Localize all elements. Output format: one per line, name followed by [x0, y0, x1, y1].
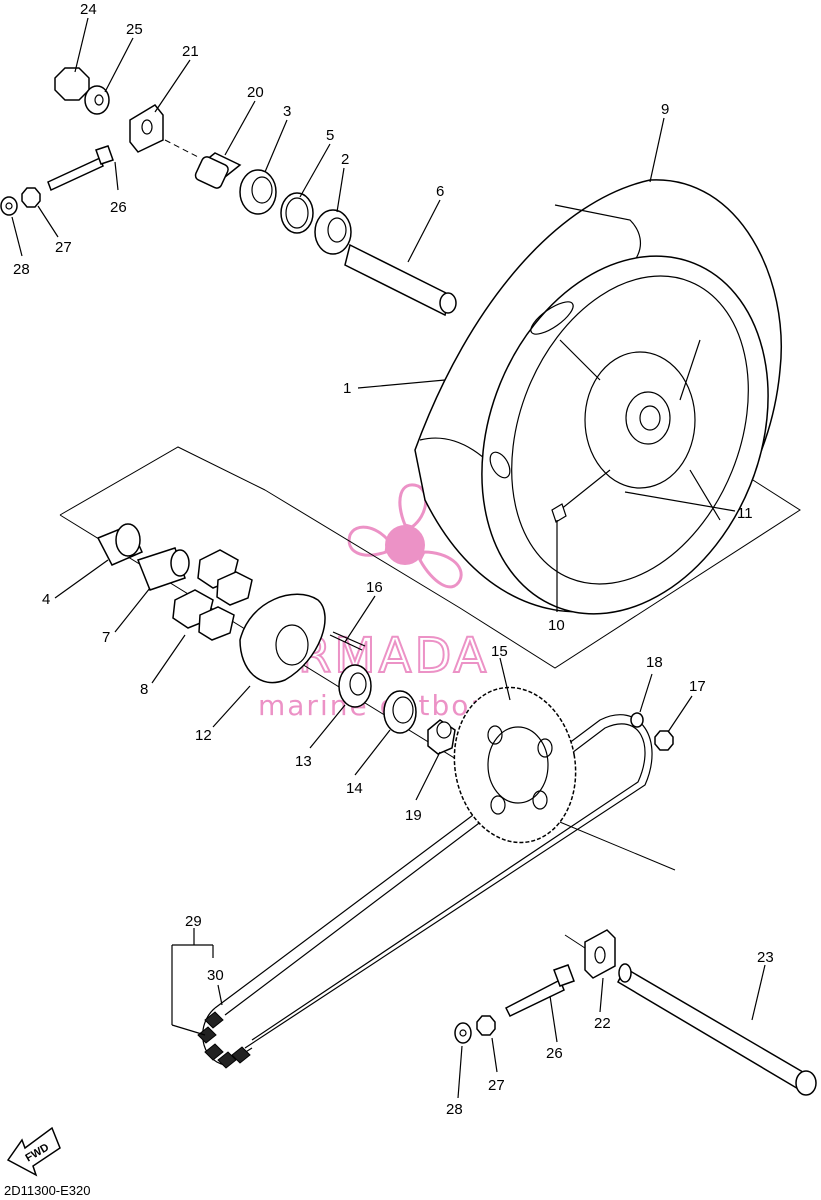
callout-13: 13	[295, 753, 312, 770]
callout-labels: 24 25 21 20 3 5 2 6 9 26 27 28 1 11 10 4…	[13, 1, 774, 1118]
callout-7: 7	[102, 629, 110, 646]
callout-1: 1	[343, 380, 351, 397]
drive-chain	[202, 714, 653, 1066]
callout-9: 9	[661, 101, 669, 118]
callout-27-top: 27	[55, 239, 72, 256]
callout-11: 11	[737, 505, 753, 522]
callout-26-bottom: 26	[546, 1045, 563, 1062]
callout-23: 23	[757, 949, 774, 966]
bearing-3	[239, 169, 277, 215]
callout-22: 22	[594, 1015, 611, 1032]
cast-wheel	[481, 255, 769, 615]
washer-25	[84, 85, 110, 115]
bearing-2	[314, 209, 352, 255]
callout-24: 24	[80, 1, 97, 18]
spacer-6	[344, 243, 457, 317]
callout-27-bottom: 27	[488, 1077, 505, 1094]
fwd-arrow-icon: FWD	[6, 1126, 61, 1177]
callout-6: 6	[436, 183, 444, 200]
diagram-code: 2D11300-E320	[4, 1183, 91, 1198]
callout-8: 8	[140, 681, 148, 698]
callout-2: 2	[341, 151, 349, 168]
adjusting-block-21	[129, 104, 164, 153]
callout-26-top: 26	[110, 199, 127, 216]
hub-dust-seal-5	[280, 192, 314, 234]
callout-20: 20	[247, 84, 264, 101]
callout-3: 3	[283, 103, 291, 120]
callout-30: 30	[207, 967, 224, 984]
oil-seal-14	[383, 690, 417, 734]
nut-17	[654, 730, 674, 751]
adjusting-block-22	[584, 929, 616, 979]
leader-lines	[11, 17, 766, 1099]
callout-5: 5	[326, 127, 334, 144]
callout-28-top: 28	[13, 261, 30, 278]
nut-27-top	[21, 187, 41, 208]
valve	[551, 503, 567, 523]
bolt-26-bottom	[504, 964, 575, 1017]
nut-27-bottom	[476, 1015, 496, 1036]
chain-joint	[197, 1011, 251, 1069]
callout-29: 29	[185, 913, 202, 930]
washer-28-top	[0, 196, 18, 216]
nut-24	[54, 67, 90, 101]
callout-28-bottom: 28	[446, 1101, 463, 1118]
callout-16: 16	[366, 579, 383, 596]
bearing-13	[338, 664, 372, 708]
bolt-26-top	[47, 145, 114, 192]
callout-25: 25	[126, 21, 143, 38]
callout-21: 21	[182, 43, 199, 60]
assembly-outline	[59, 439, 801, 871]
collar-19	[427, 719, 456, 755]
bearing-4	[96, 523, 143, 566]
armada-propeller-logo	[347, 483, 463, 589]
callout-18: 18	[646, 654, 663, 671]
stud-bolt-16	[329, 631, 366, 651]
callout-12: 12	[195, 727, 212, 744]
bearing-7	[137, 547, 190, 591]
sprocket-15	[453, 686, 577, 844]
callout-14: 14	[346, 780, 363, 797]
bracket-29-30	[171, 928, 223, 1036]
clutch-hub-12	[239, 593, 326, 684]
callout-10: 10	[548, 617, 565, 634]
collar-20	[194, 152, 242, 189]
washer-18	[630, 712, 644, 728]
washer-28-bottom	[454, 1022, 472, 1044]
axle-23	[617, 963, 817, 1096]
clutch-hub-damper-8	[172, 549, 253, 641]
callout-19: 19	[405, 807, 422, 824]
callout-4: 4	[42, 591, 50, 608]
callout-17: 17	[689, 678, 706, 695]
callout-15: 15	[491, 643, 508, 660]
